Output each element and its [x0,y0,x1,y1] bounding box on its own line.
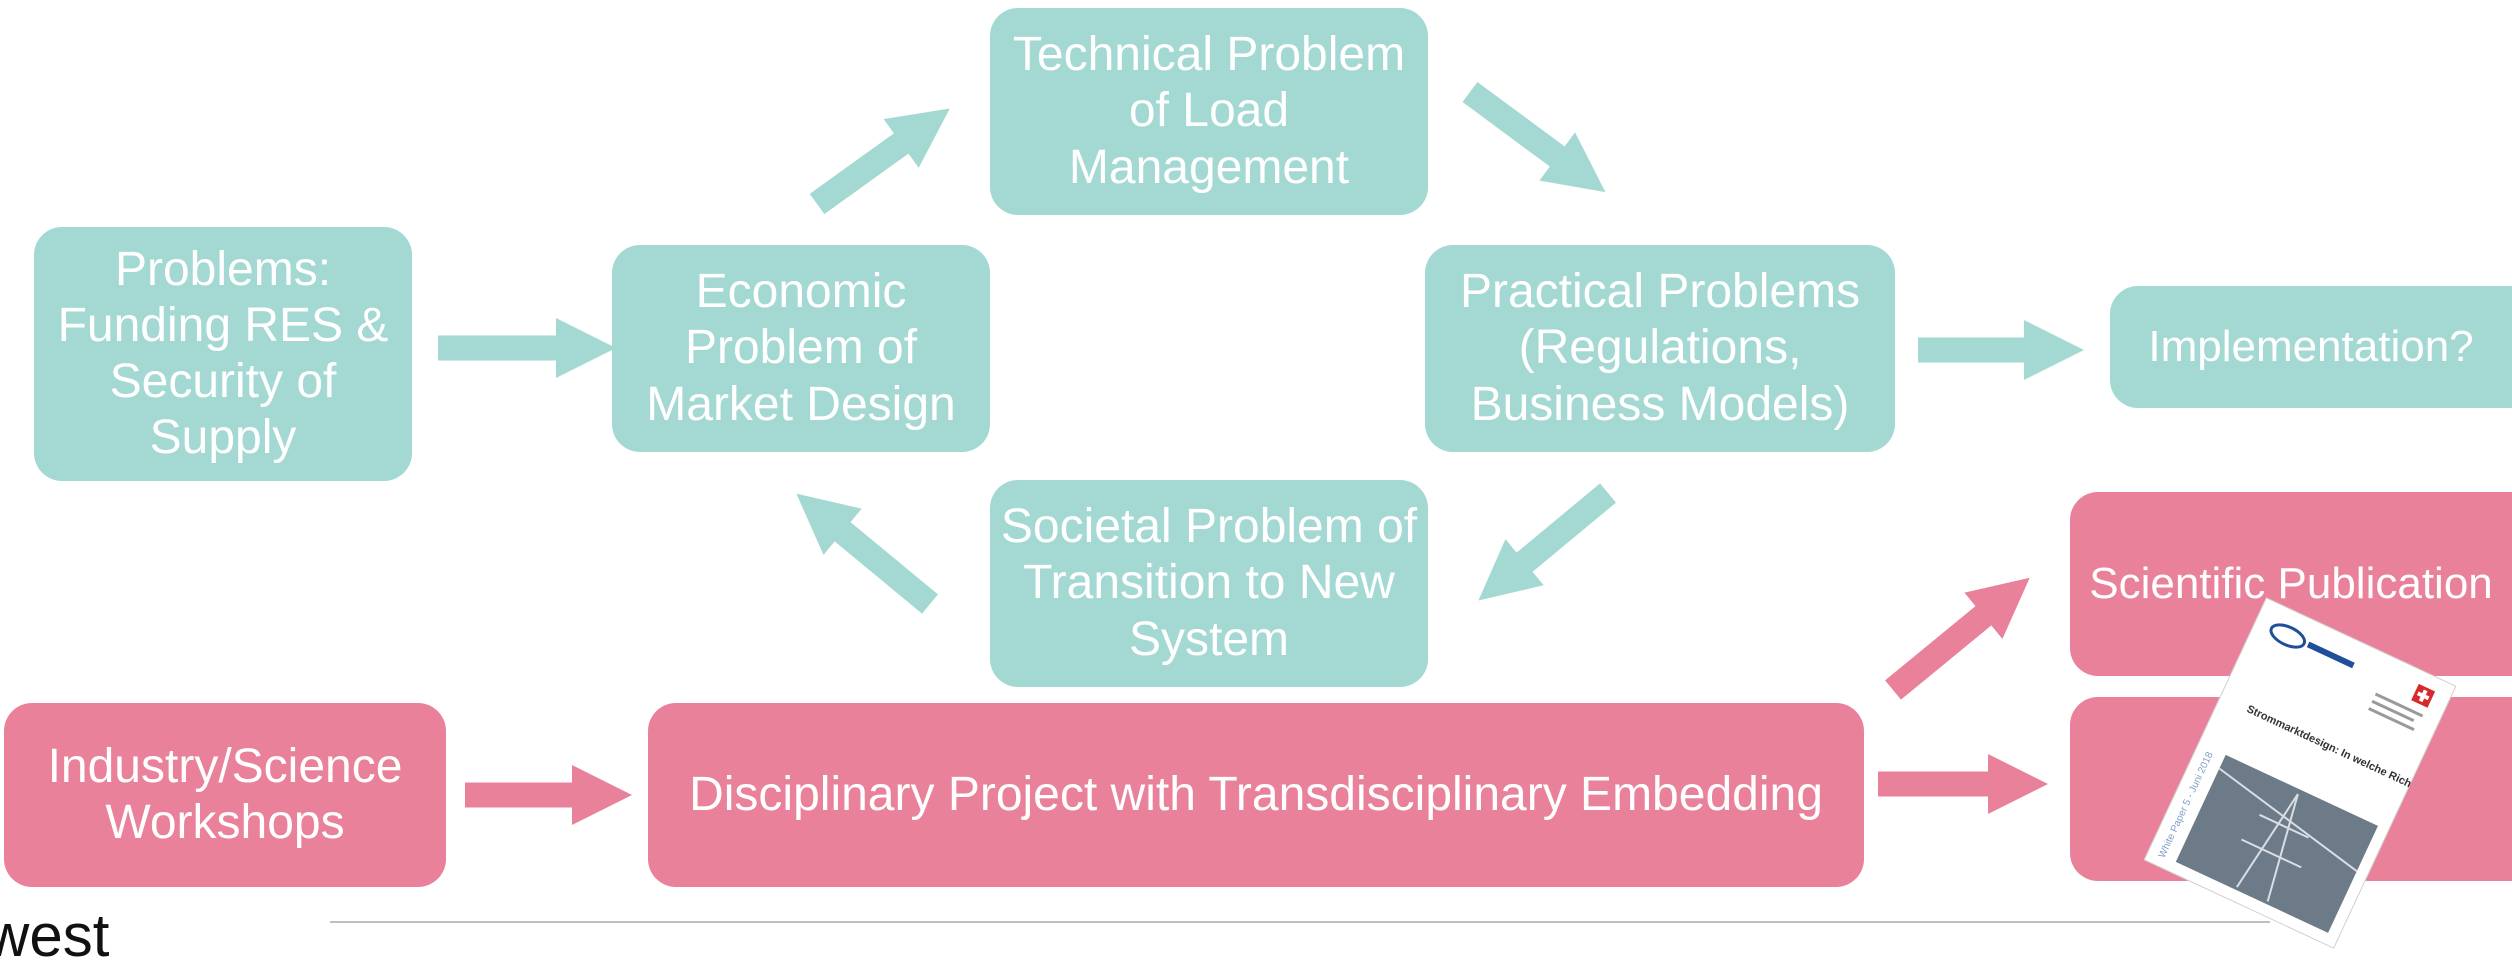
arrow-societal-to-economic [796,493,938,614]
box-economic-problem-label: Economic Problem of Market Design [646,265,956,431]
footer-rule [330,921,2270,923]
box-technical-problem: Technical Problem of Load Management [990,8,1428,215]
box-economic-problem: Economic Problem of Market Design [612,245,990,452]
box-practical-problems-label: Practical Problems (Regulations, Busines… [1459,265,1861,431]
arrow-economic-to-technical [809,108,950,215]
box-societal-problem-label: Societal Problem of Transition to New Sy… [1000,500,1418,666]
box-disciplinary-project-label: Disciplinary Project with Transdisciplin… [689,767,1823,821]
box-disciplinary-project: Disciplinary Project with Transdisciplin… [648,703,1864,887]
arrow-practical-to-societal [1478,483,1616,601]
arrows-layer [438,81,2085,826]
arrow-project-to-scientific [1885,577,2030,700]
box-implementation-label: Implementation? [2148,322,2474,372]
box-technical-problem-label: Technical Problem of Load Management [1012,28,1406,194]
document-photo [2175,754,2378,933]
box-implementation: Implementation? [2110,286,2512,408]
box-workshops-label: Industry/Science Workshops [47,739,403,849]
box-practical-problems: Practical Problems (Regulations, Busines… [1425,245,1895,452]
box-scientific-publication: Scientific Publication [2070,492,2512,676]
arrow-technical-to-practical [1462,81,1606,193]
box-societal-problem: Societal Problem of Transition to New Sy… [990,480,1428,687]
box-problems: Problems: Funding RES & Security of Supp… [34,227,412,481]
footer-logo-text: west [0,902,110,969]
box-scientific-publication-label: Scientific Publication [2089,559,2493,609]
document-logo-icon [2269,623,2355,669]
box-workshops: Industry/Science Workshops [4,703,446,887]
box-problems-label: Problems: Funding RES & Security of Supp… [57,242,389,465]
